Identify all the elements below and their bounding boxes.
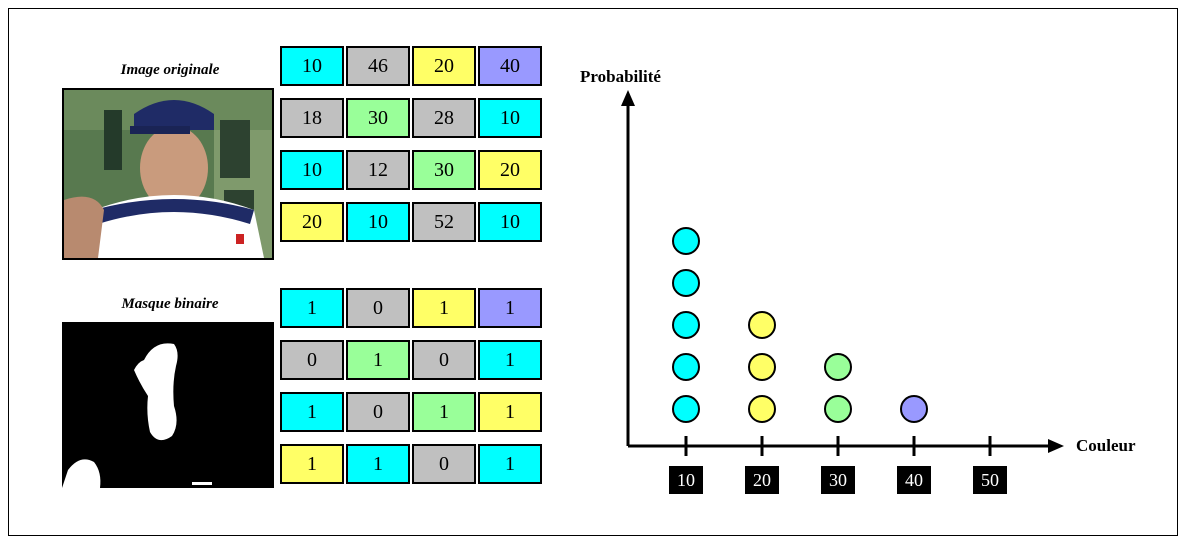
original-grid-cell: 10 bbox=[478, 98, 542, 138]
original-image-caption: Image originale bbox=[120, 62, 220, 78]
original-grid-cell: 20 bbox=[280, 202, 344, 242]
original-grid-cell: 20 bbox=[412, 46, 476, 86]
histogram-plot: Probabilité Couleur 10 20 30 40 50 bbox=[560, 60, 1180, 520]
mask-grid-cell: 0 bbox=[412, 444, 476, 484]
figure-frame bbox=[8, 8, 1178, 536]
mask-grid-cell: 0 bbox=[346, 288, 410, 328]
mask-grid-cell: 1 bbox=[412, 288, 476, 328]
histogram-dot bbox=[672, 353, 700, 381]
mask-grid-cell: 0 bbox=[280, 340, 344, 380]
original-grid-cell: 12 bbox=[346, 150, 410, 190]
histogram-dot bbox=[900, 395, 928, 423]
mask-grid-cell: 1 bbox=[478, 288, 542, 328]
mask-grid-cell: 1 bbox=[478, 444, 542, 484]
histogram-dot bbox=[672, 395, 700, 423]
original-grid-cell: 20 bbox=[478, 150, 542, 190]
mask-grid-cell: 1 bbox=[280, 444, 344, 484]
x-axis-label: Couleur bbox=[1076, 436, 1136, 455]
original-grid-cell: 10 bbox=[346, 202, 410, 242]
mask-grid-cell: 1 bbox=[412, 392, 476, 432]
original-image bbox=[62, 88, 274, 260]
y-axis-arrow bbox=[621, 90, 635, 106]
original-grid-cell: 10 bbox=[280, 150, 344, 190]
mask-grid-cell: 1 bbox=[478, 340, 542, 380]
y-axis-label: Probabilité bbox=[580, 67, 661, 86]
original-photo-drawing bbox=[64, 90, 272, 258]
histogram-dot bbox=[748, 395, 776, 423]
original-grid-cell: 30 bbox=[412, 150, 476, 190]
x-tick-label: 20 bbox=[745, 466, 779, 494]
mask-grid-cell: 0 bbox=[346, 392, 410, 432]
original-grid-cell: 46 bbox=[346, 46, 410, 86]
original-grid-cell: 52 bbox=[412, 202, 476, 242]
mask-grid-cell: 0 bbox=[412, 340, 476, 380]
original-grid-cell: 18 bbox=[280, 98, 344, 138]
mask-grid-cell: 1 bbox=[280, 288, 344, 328]
mask-grid-cell: 1 bbox=[478, 392, 542, 432]
histogram-axes bbox=[621, 90, 1064, 456]
mask-grid-cell: 1 bbox=[346, 340, 410, 380]
x-tick-label: 50 bbox=[973, 466, 1007, 494]
mask-grid-cell: 1 bbox=[346, 444, 410, 484]
x-axis-arrow bbox=[1048, 439, 1064, 453]
mask-grid-cell: 1 bbox=[280, 392, 344, 432]
histogram-dot bbox=[824, 395, 852, 423]
original-grid-cell: 10 bbox=[280, 46, 344, 86]
original-grid-cell: 10 bbox=[478, 202, 542, 242]
binary-mask-image bbox=[62, 322, 274, 488]
histogram-dot bbox=[672, 311, 700, 339]
x-tick-label: 10 bbox=[669, 466, 703, 494]
mask-caption: Masque binaire bbox=[121, 296, 219, 312]
original-grid-cell: 28 bbox=[412, 98, 476, 138]
histogram-dot bbox=[748, 353, 776, 381]
original-grid-cell: 40 bbox=[478, 46, 542, 86]
x-tick-label: 40 bbox=[897, 466, 931, 494]
mask-drawing bbox=[62, 322, 274, 488]
histogram-dot bbox=[748, 311, 776, 339]
histogram-dot bbox=[672, 227, 700, 255]
original-grid-cell: 30 bbox=[346, 98, 410, 138]
histogram-dot bbox=[824, 353, 852, 381]
x-tick-label: 30 bbox=[821, 466, 855, 494]
histogram-dot bbox=[672, 269, 700, 297]
